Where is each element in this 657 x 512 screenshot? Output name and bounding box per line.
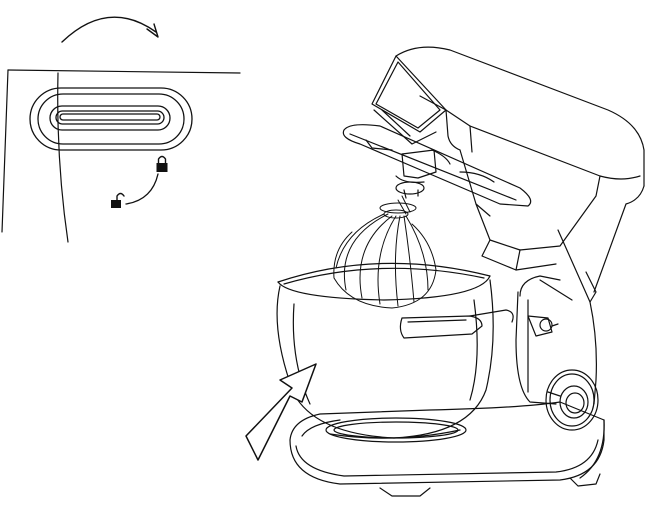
lock-open-icon	[111, 192, 125, 208]
speed-control-knob	[545, 369, 599, 431]
insert-direction-arrow-icon	[245, 363, 317, 461]
tilt-lever	[527, 315, 559, 337]
mixer-base	[289, 401, 605, 497]
mixer-column	[515, 229, 597, 405]
lock-detail-inset	[1, 16, 241, 243]
lock-direction-curve	[125, 173, 159, 205]
whisk-attachment	[333, 195, 437, 309]
bowl-handle	[399, 315, 483, 339]
splash-guard	[342, 124, 532, 207]
mixing-bowl	[276, 262, 514, 439]
inset-panel-inner-line	[57, 72, 69, 243]
inset-panel-left-edge	[1, 69, 9, 233]
stand-mixer-illustration	[276, 46, 645, 497]
rotate-clockwise-arrow-icon	[61, 16, 159, 43]
lock-closed-icon	[156, 155, 168, 172]
lock-lever-slot	[29, 87, 193, 151]
mixer-head	[342, 46, 645, 293]
inset-panel-top-edge	[7, 69, 241, 74]
